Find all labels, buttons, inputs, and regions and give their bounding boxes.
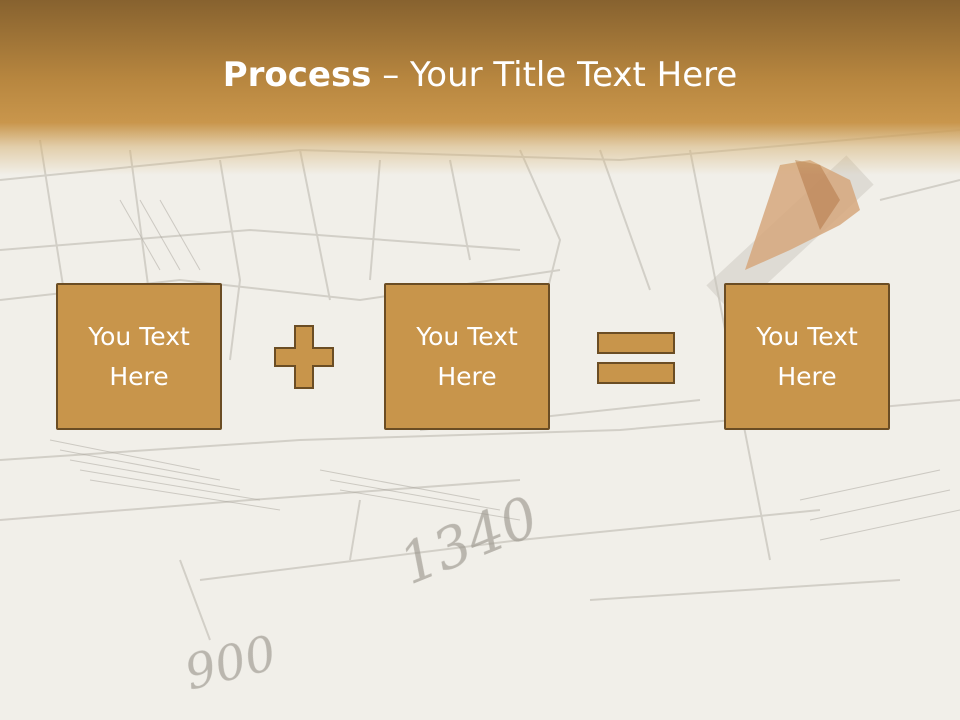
process-box-1-text: You Text Here <box>88 321 190 391</box>
plus-icon <box>274 325 334 389</box>
equals-icon <box>597 332 675 384</box>
process-box-2-text: You Text Here <box>416 321 518 391</box>
process-box-3-text: You Text Here <box>756 321 858 391</box>
title-bold: Process <box>222 55 372 95</box>
process-box-2: You Text Here <box>384 283 550 430</box>
title-band <box>0 0 960 175</box>
process-box-3: You Text Here <box>724 283 890 430</box>
title-rest: – Your Title Text Here <box>371 55 738 95</box>
slide-title: Process – Your Title Text Here <box>0 52 960 98</box>
process-box-1: You Text Here <box>56 283 222 430</box>
